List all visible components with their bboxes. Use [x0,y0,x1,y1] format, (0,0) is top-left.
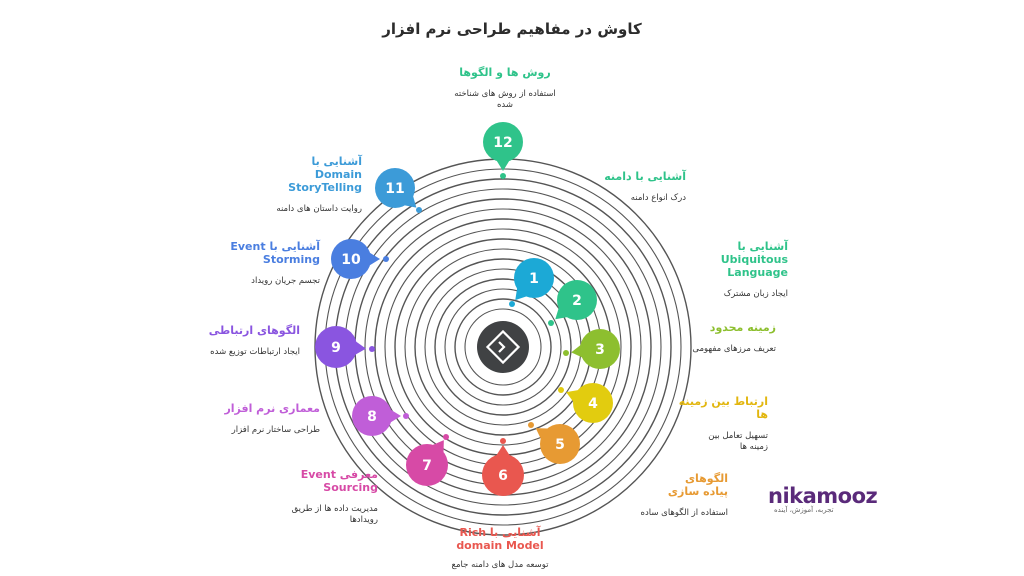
step-2-desc: درک انواع دامنه [630,193,686,203]
step-number-6: 6 [498,468,508,484]
step-marker-1 [514,258,554,298]
step-8-desc: مدیریت داده ها از طریق رویدادها [291,504,378,525]
connector-dot-3 [563,350,569,356]
step-marker-3 [580,329,620,369]
step-number-2: 2 [572,293,582,309]
label-12: روش ها و الگوها استفاده از روش های شناخت… [430,66,580,111]
step-12b-title: آشنایی با Domain StoryTelling [288,155,362,194]
connector-dot-12 [500,173,506,179]
step-marker-12 [483,122,523,162]
step-10-desc: ایجاد ارتباطات توزیع شده [210,347,300,357]
connector-dot-6 [500,438,506,444]
diamond-arrows-icon [485,329,521,365]
step-5-title: ارتباط بین زمینه ها [678,395,768,421]
connector-dot-4 [558,387,564,393]
logo-tagline: تجربه، آموزش، آینده [774,506,834,514]
label-9: معماری نرم افزار طراحی ساختار نرم افزار [210,402,320,436]
step-12-title: روش ها و الگوها [459,66,551,79]
step-11-title: آشنایی با Event Storming [230,240,320,266]
nikamooz-logo: nikamooz تجربه، آموزش، آینده [768,484,888,514]
step-3-desc: ایجاد زبان مشترک [723,289,788,299]
connector-dots [369,173,569,444]
connector-dot-2 [548,320,554,326]
step-marker-6 [482,454,524,496]
step-6-desc: استفاده از الگوهای ساده [640,508,728,518]
connector-dot-11 [416,207,422,213]
step-marker-4 [573,383,613,423]
label-11: آشنایی با Event Storming تجسم جریان روید… [228,240,320,287]
step-marker-9 [315,326,357,368]
step-7-desc: توسعه مدل های دامنه جامع [451,560,549,570]
label-5: ارتباط بین زمینه ها تسهیل تعامل بین زمین… [668,395,768,453]
connector-dot-1 [509,301,515,307]
logo-brand: nikamooz [768,484,878,508]
step-9-desc: طراحی ساختار نرم افزار [231,425,320,435]
label-4: زمینه محدود تعریف مرزهای مفهومی [676,321,776,355]
step-5-desc: تسهیل تعامل بین زمینه ها [708,431,768,452]
connector-dot-7 [443,434,449,440]
label-3: آشنایی با Ubiquitous Language ایجاد زبان… [668,240,788,300]
step-number-8: 8 [367,409,377,425]
step-2-title: آشنایی با دامنه [604,170,686,183]
step-6-title: الگوهای پیاده سازی [667,472,728,498]
label-2: آشنایی با دامنه درک انواع دامنه [596,170,686,204]
ring [434,278,572,416]
step-marker-5 [540,424,580,464]
step-number-5: 5 [555,437,565,453]
step-marker-2 [557,280,597,320]
step-number-7: 7 [422,458,432,474]
center-hub [477,321,529,373]
step-11-desc: تجسم جریان رویداد [251,276,320,286]
step-number-4: 4 [588,396,598,412]
step-marker-10 [331,239,371,279]
step-marker-8 [352,396,392,436]
step-12-desc: استفاده از روش های شناخته شده [454,89,556,110]
label-10: الگوهای ارتباطی ایجاد ارتباطات توزیع شده [192,324,300,358]
step-4-title: زمینه محدود [709,321,776,334]
label-6: الگوهای پیاده سازی استفاده از الگوهای سا… [628,472,728,519]
step-7-title: آشنایی با Rich domain Model [456,526,544,552]
connector-dot-5 [528,422,534,428]
step-number-3: 3 [595,342,605,358]
step-number-12: 12 [493,135,512,151]
label-12b: آشنایی با Domain StoryTelling روایت داست… [262,155,362,215]
step-9-title: معماری نرم افزار [224,402,320,415]
ring [444,288,562,406]
label-7: آشنایی با Rich domain Model توسعه مدل ها… [440,526,560,571]
step-10-title: الگوهای ارتباطی [208,324,300,337]
ring [464,308,542,386]
step-4-desc: تعریف مرزهای مفهومی [692,344,776,354]
connector-dot-9 [369,346,375,352]
connector-dot-8 [403,413,409,419]
ring [454,298,552,396]
step-marker-11 [375,168,415,208]
step-3-title: آشنایی با Ubiquitous Language [720,240,788,279]
connector-dot-10 [383,256,389,262]
step-number-10: 10 [341,252,361,268]
step-marker-7 [406,444,448,486]
step-number-1: 1 [529,271,539,287]
step-8-title: معرفی Event Sourcing [300,468,378,494]
step-number-9: 9 [331,340,341,356]
step-number-11: 11 [385,181,404,197]
page-title: کاوش در مفاهیم طراحی نرم افزار [382,20,642,38]
label-8: معرفی Event Sourcing مدیریت داده ها از ط… [268,468,378,526]
step-12b-desc: روایت داستان های دامنه [276,204,362,214]
